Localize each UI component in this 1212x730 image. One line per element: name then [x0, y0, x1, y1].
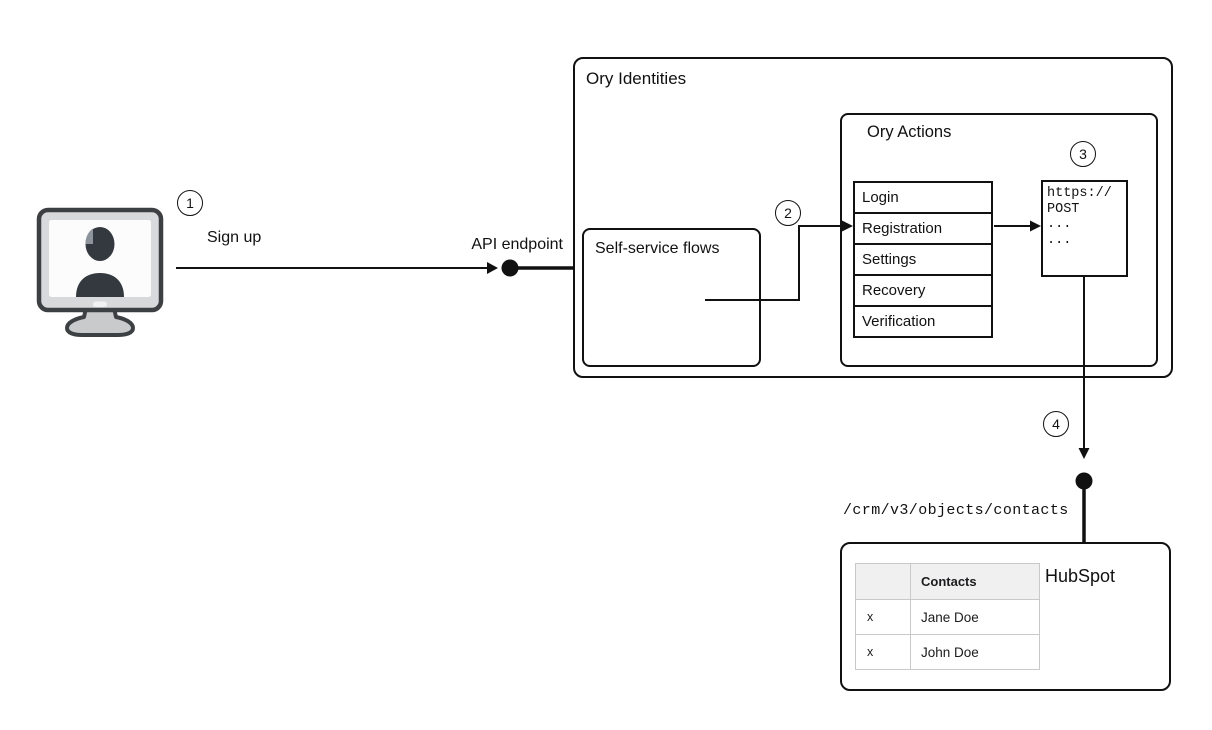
webhook-request-box — [1041, 180, 1128, 277]
contact-action-cell: x — [855, 599, 911, 635]
flows-list: Login Registration Settings Recovery Ver… — [853, 181, 993, 338]
person-head-highlight — [85, 228, 93, 244]
hubspot-endpoint-dot — [1075, 472, 1093, 490]
ory-actions-title: Ory Actions — [867, 123, 952, 141]
signup-arrowhead — [487, 262, 498, 274]
monitor-stand — [65, 306, 135, 337]
contact-name-cell: Jane Doe — [910, 599, 1040, 635]
table-row: x Jane Doe — [855, 599, 1040, 635]
contact-action-cell: x — [855, 634, 911, 670]
ory-identities-title: Ory Identities — [586, 69, 687, 88]
contacts-table: Contacts x Jane Doe x John Doe — [855, 563, 1040, 670]
flow-item-registration: Registration — [855, 214, 991, 245]
webhook-code-line: ... — [1047, 232, 1072, 248]
signup-label: Sign up — [207, 229, 262, 246]
contacts-table-header-row: Contacts — [855, 563, 1040, 600]
person-shoulders — [76, 273, 124, 297]
webhook-code-line: POST — [1047, 201, 1080, 217]
flow-item-settings: Settings — [855, 245, 991, 276]
contact-name-cell: John Doe — [910, 634, 1040, 670]
crm-endpoint-path: /crm/v3/objects/contacts — [843, 502, 1069, 519]
hubspot-title: HubSpot — [1045, 566, 1116, 586]
step-3-badge: 3 — [1070, 141, 1096, 167]
webhook-code: https:// POST ... ... — [1047, 186, 1112, 248]
flow-item-login: Login — [855, 183, 991, 214]
user-computer-icon — [36, 207, 164, 337]
step-1-badge: 1 — [177, 190, 203, 216]
webhook-down-arrowhead — [1078, 448, 1090, 459]
contacts-header-empty-cell — [855, 563, 911, 600]
step-4-badge: 4 — [1043, 411, 1069, 437]
monitor-button — [93, 301, 107, 307]
self-service-flows-title: Self-service flows — [595, 240, 720, 257]
table-row: x John Doe — [855, 634, 1040, 670]
api-endpoint-dot — [501, 259, 519, 277]
flow-item-recovery: Recovery — [855, 276, 991, 307]
flow-item-verification: Verification — [855, 307, 991, 336]
webhook-code-line: ... — [1047, 217, 1072, 232]
step-2-badge: 2 — [775, 200, 801, 226]
api-endpoint-label: API endpoint — [471, 236, 563, 253]
webhook-code-line: https:// — [1047, 186, 1112, 201]
contacts-header-cell: Contacts — [910, 563, 1040, 600]
